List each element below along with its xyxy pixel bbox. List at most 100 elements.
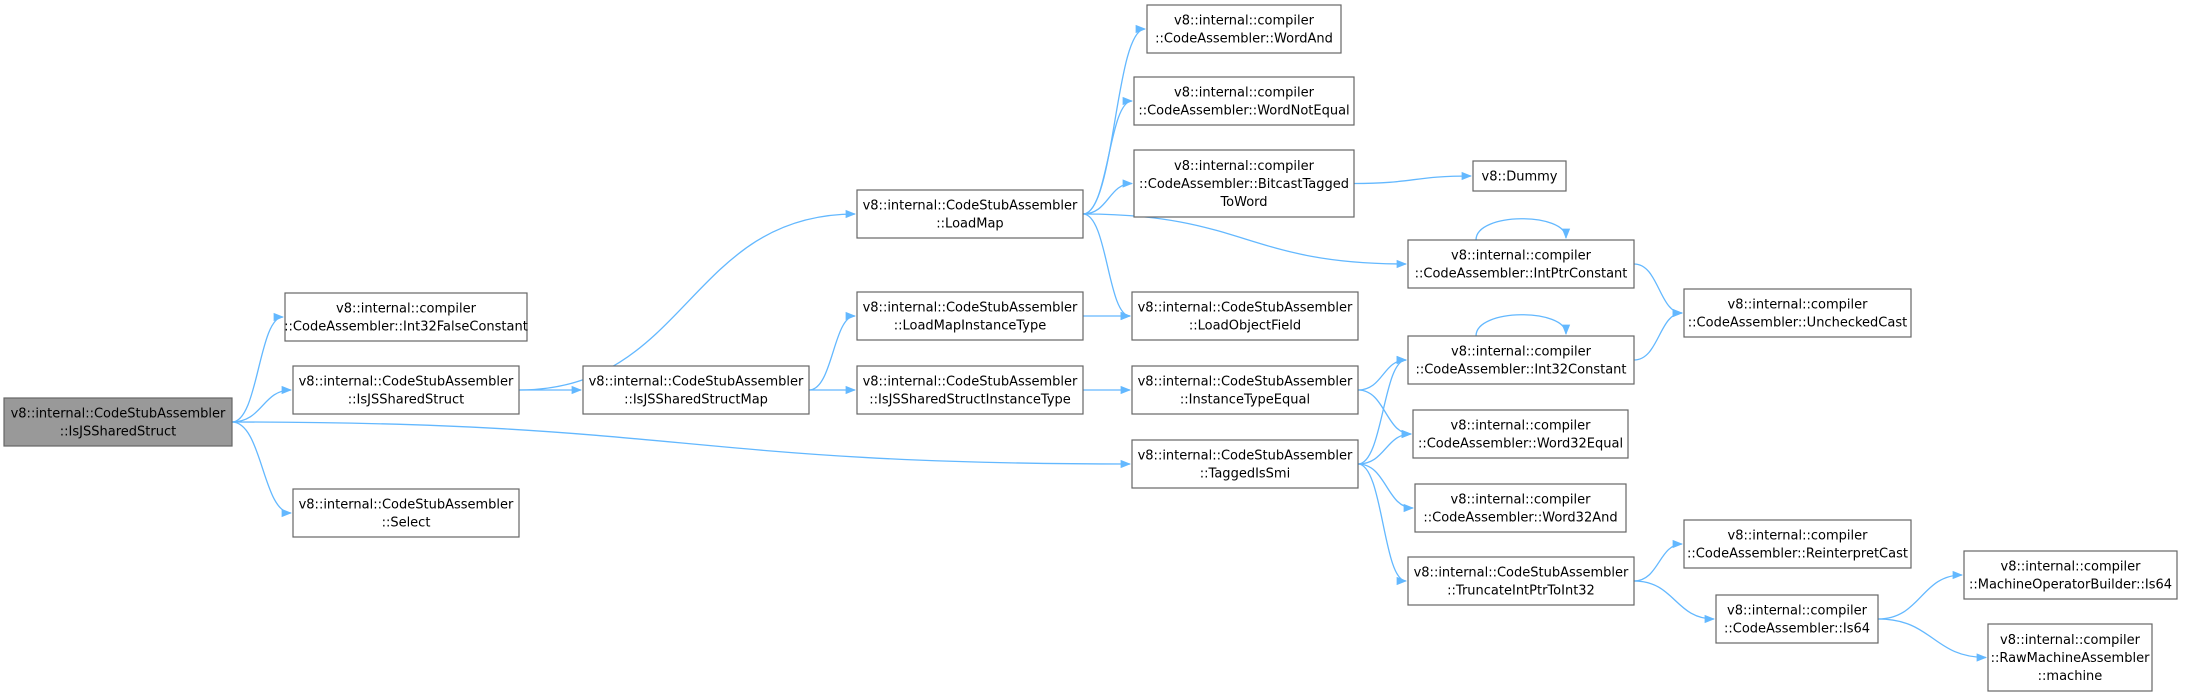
node-box[interactable] [1683,288,1912,338]
node-is-jsshared-struct2[interactable]: v8::internal::CodeStubAssembler::IsJSSha… [292,365,520,415]
node-label-line: v8::internal::compiler [1174,14,1315,29]
node-int32-false-constant[interactable]: v8::internal::compiler::CodeAssembler::I… [284,292,528,342]
node-mobis64[interactable]: v8::internal::compiler::MachineOperatorB… [1963,550,2178,600]
edge-tagged-is-smi-to-truncate-int-ptr-to-int32 [1357,463,1408,586]
node-int32-constant[interactable]: v8::internal::compiler::CodeAssembler::I… [1407,335,1635,385]
node-box[interactable] [292,365,520,415]
node-box[interactable] [856,291,1084,341]
node-label-line: v8::Dummy [1482,170,1558,185]
node-box[interactable] [292,488,520,538]
edge-load-map-to-load-object-field [1082,213,1132,321]
node-word-and[interactable]: v8::internal::compiler::CodeAssembler::W… [1146,4,1342,54]
node-bitcast-tagged-to-word[interactable]: v8::internal::compiler::CodeAssembler::B… [1133,149,1355,218]
node-is64[interactable]: v8::internal::compiler::CodeAssembler::I… [1715,594,1879,644]
node-label-line: ::IsJSSharedStruct [348,393,464,408]
node-instance-type-equal[interactable]: v8::internal::CodeStubAssembler::Instanc… [1131,365,1359,415]
node-dummy[interactable]: v8::Dummy [1472,160,1567,192]
node-box[interactable] [1131,365,1359,415]
node-label-line: v8::internal::compiler [1727,604,1868,619]
node-label-line: ::IsJSSharedStruct [60,425,176,440]
node-box[interactable] [1472,160,1567,192]
node-word32-and[interactable]: v8::internal::compiler::CodeAssembler::W… [1414,483,1627,533]
node-is-jsshared-struct-instance-type[interactable]: v8::internal::CodeStubAssembler::IsJSSha… [856,365,1084,415]
node-box[interactable] [1133,76,1355,126]
node-tagged-is-smi[interactable]: v8::internal::CodeStubAssembler::TaggedI… [1131,439,1359,489]
node-load-map[interactable]: v8::internal::CodeStubAssembler::LoadMap [856,189,1084,239]
edge-load-map-to-int-ptr-constant [1082,213,1408,269]
node-rmamachine[interactable]: v8::internal::compiler::RawMachineAssemb… [1987,623,2153,692]
node-is-jsshared-struct[interactable]: v8::internal::CodeStubAssembler::IsJSSha… [3,397,233,447]
node-box[interactable] [1414,483,1627,533]
node-label-line: ::CodeAssembler::Int32FalseConstant [284,320,528,335]
edge-tagged-is-smi-to-word32-equal [1357,429,1413,465]
node-label-line: v8::internal::CodeStubAssembler [863,199,1078,214]
edge-instance-type-equal-to-word32-equal [1357,389,1413,439]
node-label-line: ::CodeAssembler::WordNotEqual [1138,104,1349,119]
node-box[interactable] [1407,556,1635,606]
node-reinterpret-cast[interactable]: v8::internal::compiler::CodeAssembler::R… [1683,519,1912,569]
edge-tagged-is-smi-to-word32-and [1357,463,1415,513]
node-label-line: ::CodeAssembler::WordAnd [1155,32,1333,47]
node-label-line: ::CodeAssembler::ReinterpretCast [1687,547,1908,562]
edge-is64-to-mobis64 [1877,570,1964,620]
node-label-line: v8::internal::compiler [1174,86,1315,101]
node-box[interactable] [1715,594,1879,644]
node-box[interactable] [1407,239,1635,289]
node-box[interactable] [1683,519,1912,569]
node-label-line: ::TruncateIntPtrToInt32 [1447,584,1595,599]
node-label-line: v8::internal::compiler [2001,560,2142,575]
node-word32-equal[interactable]: v8::internal::compiler::CodeAssembler::W… [1412,409,1629,459]
node-label-line: v8::internal::CodeStubAssembler [11,407,226,422]
node-int-ptr-constant[interactable]: v8::internal::compiler::CodeAssembler::I… [1407,239,1635,289]
edge-is-jsshared-struct-to-is-jsshared-struct2 [231,385,293,423]
node-label-line: ToWord [1219,195,1267,210]
node-box[interactable] [856,189,1084,239]
node-box[interactable] [3,397,233,447]
edge-is-jsshared-struct-to-tagged-is-smi [231,421,1132,469]
node-label-line: ::InstanceTypeEqual [1180,393,1310,408]
node-box[interactable] [284,292,528,342]
node-box[interactable] [1131,439,1359,489]
node-box[interactable] [1146,4,1342,54]
edge-is-jsshared-struct-map-to-load-map-instance-type [808,311,857,391]
edge-truncate-int-ptr-to-int32-to-reinterpret-cast [1633,539,1684,582]
node-label-line: ::LoadMapInstanceType [894,319,1047,334]
node-label-line: ::CodeAssembler::Is64 [1724,622,1870,637]
node-is-jsshared-struct-map[interactable]: v8::internal::CodeStubAssembler::IsJSSha… [582,365,810,415]
node-label-line: ::machine [2038,669,2103,684]
node-label-line: ::IsJSSharedStructInstanceType [869,393,1071,408]
node-label-line: v8::internal::compiler [1451,345,1592,360]
node-word-not-equal[interactable]: v8::internal::compiler::CodeAssembler::W… [1133,76,1355,126]
node-label-line: v8::internal::CodeStubAssembler [299,375,514,390]
node-box[interactable] [1412,409,1629,459]
node-label-line: v8::internal::CodeStubAssembler [863,375,1078,390]
node-label-line: v8::internal::CodeStubAssembler [1138,449,1353,464]
node-box[interactable] [856,365,1084,415]
node-label-line: v8::internal::compiler [1451,493,1592,508]
edge-bitcast-tagged-to-word-to-dummy [1353,171,1473,185]
node-truncate-int-ptr-to-int32[interactable]: v8::internal::CodeStubAssembler::Truncat… [1407,556,1635,606]
node-label-line: v8::internal::CodeStubAssembler [863,301,1078,316]
node-label-line: v8::internal::CodeStubAssembler [299,498,514,513]
node-box[interactable] [1133,149,1355,218]
node-box[interactable] [1131,291,1359,341]
node-label-line: v8::internal::CodeStubAssembler [1138,301,1353,316]
node-box[interactable] [582,365,810,415]
node-label-line: v8::internal::compiler [1451,249,1592,264]
node-unchecked-cast[interactable]: v8::internal::compiler::CodeAssembler::U… [1683,288,1912,338]
edge-tagged-is-smi-to-int32-constant [1357,355,1408,465]
node-label-line: ::LoadObjectField [1189,319,1301,334]
node-label-line: ::CodeAssembler::BitcastTagged [1139,177,1349,192]
node-load-object-field[interactable]: v8::internal::CodeStubAssembler::LoadObj… [1131,291,1359,341]
edge-int-ptr-constant-to-unchecked-cast [1633,263,1684,318]
edge-int32-constant-to-unchecked-cast [1633,308,1684,361]
node-box[interactable] [1963,550,2178,600]
edge-load-map-to-bitcast-tagged-to-word [1082,179,1134,215]
node-load-map-instance-type[interactable]: v8::internal::CodeStubAssembler::LoadMap… [856,291,1084,341]
node-box[interactable] [1407,335,1635,385]
node-label-line: v8::internal::compiler [1728,298,1869,313]
node-box[interactable] [1987,623,2153,692]
node-select[interactable]: v8::internal::CodeStubAssembler::Select [292,488,520,538]
node-label-line: v8::internal::compiler [1451,419,1592,434]
